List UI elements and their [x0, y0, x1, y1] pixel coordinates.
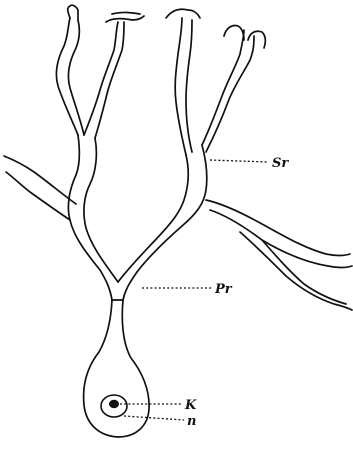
- secondary-dendrite-a: [56, 18, 84, 135]
- secondary-dendrite-c: [175, 18, 192, 155]
- label-k: K: [184, 398, 197, 413]
- apical-tuft-right-a: [166, 9, 200, 18]
- left-side-branch: [4, 156, 76, 220]
- secondary-dendrite-d: [202, 30, 254, 152]
- apical-tuft-left: [68, 5, 78, 20]
- main-dendrite-shaft: [100, 270, 137, 300]
- secondary-dendrite-b: [84, 22, 124, 138]
- right-side-branch-upper: [206, 200, 352, 268]
- apical-tuft-right-b: [224, 25, 265, 48]
- nucleolus: [109, 400, 119, 408]
- primary-dendrite-right: [118, 145, 207, 282]
- label-n: n: [187, 414, 196, 429]
- apical-tuft-mid: [106, 13, 144, 23]
- label-sr: Sr: [272, 156, 289, 171]
- primary-dendrite-left: [68, 135, 118, 282]
- leader-sr: [210, 160, 268, 162]
- label-pr: Pr: [214, 282, 233, 297]
- right-side-branch-lower: [240, 232, 352, 310]
